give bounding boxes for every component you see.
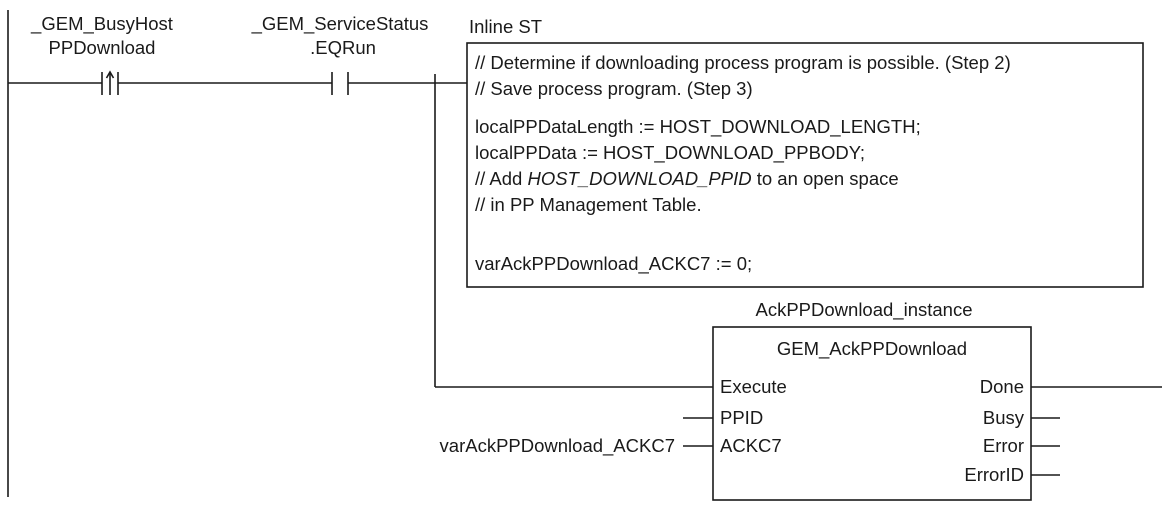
rising-edge-contact[interactable] — [101, 70, 119, 95]
st-line-8: varAckPPDownload_ACKC7 := 0; — [475, 253, 752, 275]
fb-output-done: Done — [980, 376, 1024, 397]
st-line-5: // Add HOST_DOWNLOAD_PPID to an open spa… — [475, 168, 899, 189]
fb-type-name: GEM_AckPPDownload — [777, 338, 967, 360]
service-status-label-line1: _GEM_ServiceStatus — [251, 13, 429, 35]
inline-st-title: Inline ST — [469, 16, 542, 37]
fb-input-ackc7: ACKC7 — [720, 435, 782, 456]
fb-output-error-id: ErrorID — [964, 464, 1024, 485]
inline-st-box[interactable] — [466, 42, 1144, 288]
busy-host-label-line2: PPDownload — [49, 37, 156, 58]
st-line-6: // in PP Management Table. — [475, 194, 702, 215]
fb-output-busy: Busy — [983, 407, 1025, 428]
fb-output-error: Error — [983, 435, 1024, 456]
busy-host-label-line1: _GEM_BusyHost — [30, 13, 173, 35]
st-line-1: // Determine if downloading process prog… — [475, 52, 1011, 73]
ackc7-variable: varAckPPDownload_ACKC7 — [440, 435, 675, 457]
no-contact[interactable] — [331, 72, 349, 95]
function-block[interactable] — [712, 326, 1032, 501]
fb-instance-name: AckPPDownload_instance — [756, 299, 973, 321]
st-line-2: // Save process program. (Step 3) — [475, 78, 753, 99]
service-status-label-line2: .EQRun — [310, 37, 376, 58]
fb-input-execute: Execute — [720, 376, 787, 397]
st-line-3: localPPDataLength := HOST_DOWNLOAD_LENGT… — [475, 116, 921, 138]
st-line-4: localPPData := HOST_DOWNLOAD_PPBODY; — [475, 142, 865, 164]
up-arrow-icon — [105, 70, 115, 79]
fb-input-ppid: PPID — [720, 407, 763, 428]
